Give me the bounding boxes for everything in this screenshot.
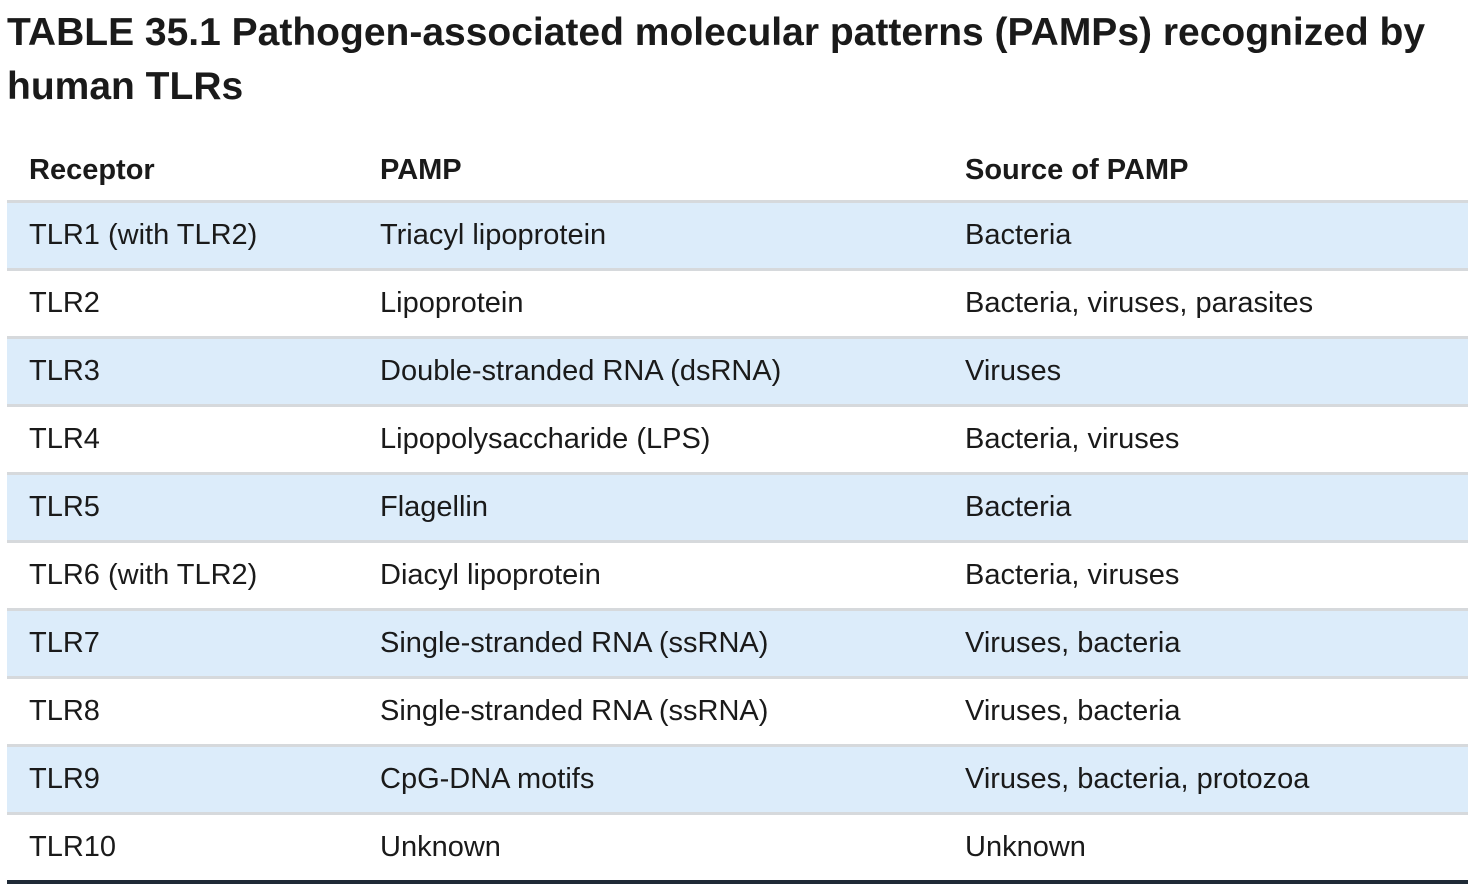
- cell-source: Bacteria: [943, 473, 1468, 543]
- table-row: TLR6 (with TLR2) Diacyl lipoprotein Bact…: [7, 541, 1468, 611]
- cell-receptor: TLR5: [7, 473, 358, 543]
- header-receptor: Receptor: [7, 140, 358, 203]
- table-row: TLR2 Lipoprotein Bacteria, viruses, para…: [7, 269, 1468, 339]
- table-row: TLR5 Flagellin Bacteria: [7, 473, 1468, 543]
- cell-receptor: TLR10: [7, 813, 358, 884]
- cell-receptor: TLR7: [7, 609, 358, 679]
- table-body: TLR1 (with TLR2) Triacyl lipoprotein Bac…: [7, 201, 1468, 884]
- table-header: Receptor PAMP Source of PAMP: [7, 140, 1468, 203]
- table-title: TABLE 35.1 Pathogen-associated molecular…: [7, 11, 1426, 108]
- cell-pamp: Single-stranded RNA (ssRNA): [358, 609, 943, 679]
- cell-receptor: TLR4: [7, 405, 358, 475]
- cell-receptor: TLR9: [7, 745, 358, 815]
- header-source: Source of PAMP: [943, 140, 1468, 203]
- table-row: TLR7 Single-stranded RNA (ssRNA) Viruses…: [7, 609, 1468, 679]
- cell-source: Bacteria: [943, 201, 1468, 271]
- header-pamp: PAMP: [358, 140, 943, 203]
- header-row: Receptor PAMP Source of PAMP: [7, 140, 1468, 203]
- table-row: TLR4 Lipopolysaccharide (LPS) Bacteria, …: [7, 405, 1468, 475]
- cell-source: Viruses, bacteria: [943, 677, 1468, 747]
- cell-pamp: Triacyl lipoprotein: [358, 201, 943, 271]
- cell-receptor: TLR1 (with TLR2): [7, 201, 358, 271]
- table-row: TLR10 Unknown Unknown: [7, 813, 1468, 884]
- table-row: TLR9 CpG-DNA motifs Viruses, bacteria, p…: [7, 745, 1468, 815]
- table-row: TLR8 Single-stranded RNA (ssRNA) Viruses…: [7, 677, 1468, 747]
- cell-pamp: Flagellin: [358, 473, 943, 543]
- cell-pamp: Unknown: [358, 813, 943, 884]
- table-row: TLR1 (with TLR2) Triacyl lipoprotein Bac…: [7, 201, 1468, 271]
- cell-receptor: TLR2: [7, 269, 358, 339]
- cell-pamp: Diacyl lipoprotein: [358, 541, 943, 611]
- cell-source: Viruses, bacteria, protozoa: [943, 745, 1468, 815]
- cell-source: Unknown: [943, 813, 1468, 884]
- cell-source: Viruses: [943, 337, 1468, 407]
- table-row: TLR3 Double-stranded RNA (dsRNA) Viruses: [7, 337, 1468, 407]
- cell-source: Bacteria, viruses: [943, 405, 1468, 475]
- cell-pamp: Double-stranded RNA (dsRNA): [358, 337, 943, 407]
- cell-receptor: TLR6 (with TLR2): [7, 541, 358, 611]
- document-page: TABLE 35.1 Pathogen-associated molecular…: [7, 0, 1468, 884]
- cell-pamp: Lipopolysaccharide (LPS): [358, 405, 943, 475]
- cell-pamp: Single-stranded RNA (ssRNA): [358, 677, 943, 747]
- cell-pamp: Lipoprotein: [358, 269, 943, 339]
- cell-source: Viruses, bacteria: [943, 609, 1468, 679]
- cell-source: Bacteria, viruses, parasites: [943, 269, 1468, 339]
- cell-receptor: TLR8: [7, 677, 358, 747]
- cell-pamp: CpG-DNA motifs: [358, 745, 943, 815]
- cell-source: Bacteria, viruses: [943, 541, 1468, 611]
- tlr-pamp-table: Receptor PAMP Source of PAMP TLR1 (with …: [7, 140, 1468, 884]
- cell-receptor: TLR3: [7, 337, 358, 407]
